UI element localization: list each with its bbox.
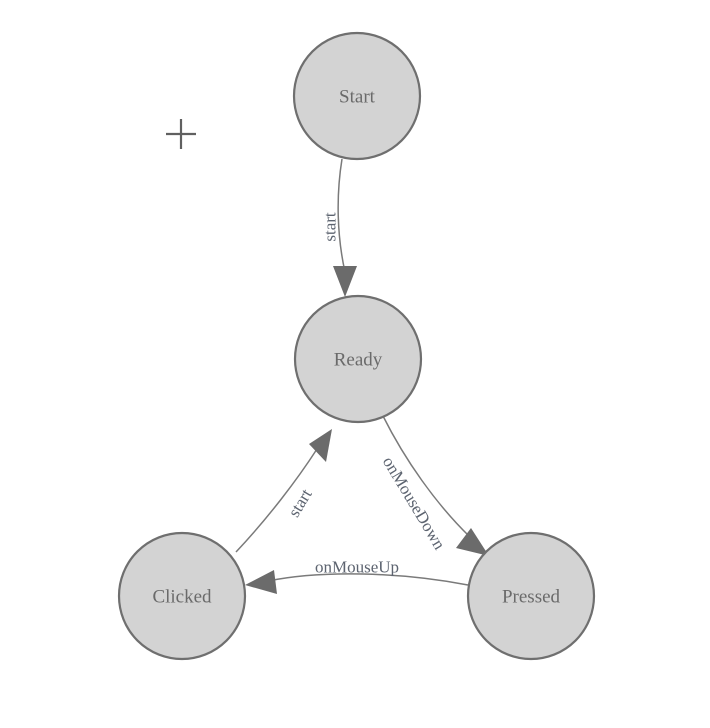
- node-ready-circle[interactable]: [293, 294, 423, 424]
- edge-label-pressed-to-clicked: onMouseUp: [315, 558, 399, 577]
- node-start[interactable]: Start: [292, 31, 422, 161]
- node-ready[interactable]: Ready: [293, 294, 423, 424]
- edge-line-clicked-to-ready[interactable]: [235, 448, 318, 553]
- node-start-circle[interactable]: [292, 31, 422, 161]
- edge-line-pressed-to-clicked[interactable]: [267, 573, 469, 586]
- edge-ready-to-pressed[interactable]: onMouseDown: [379, 415, 489, 556]
- arrowhead-ready-bottomleft: [309, 429, 332, 462]
- arrowhead-pressed-topleft: [456, 528, 489, 556]
- arrowhead-clicked-right: [245, 570, 277, 594]
- node-clicked-circle[interactable]: [117, 531, 247, 661]
- node-pressed-circle[interactable]: [466, 531, 596, 661]
- crosshair-icon: [166, 119, 196, 149]
- edge-clicked-to-ready[interactable]: start: [235, 429, 332, 553]
- node-pressed-label: Pressed: [502, 587, 561, 608]
- edge-pressed-to-clicked[interactable]: onMouseUp: [245, 558, 469, 595]
- node-start-label: Start: [339, 87, 376, 108]
- edge-label-start-to-ready: start: [321, 212, 340, 242]
- edge-start-to-ready[interactable]: start: [321, 158, 358, 297]
- node-clicked-label: Clicked: [152, 587, 212, 608]
- node-clicked[interactable]: Clicked: [117, 531, 247, 661]
- arrowhead-ready-top: [333, 266, 357, 297]
- edge-label-clicked-to-ready: start: [284, 485, 316, 520]
- node-pressed[interactable]: Pressed: [466, 531, 596, 661]
- edge-line-start-to-ready[interactable]: [337, 158, 346, 273]
- edge-line-ready-to-pressed[interactable]: [382, 415, 471, 538]
- node-ready-label: Ready: [334, 350, 383, 371]
